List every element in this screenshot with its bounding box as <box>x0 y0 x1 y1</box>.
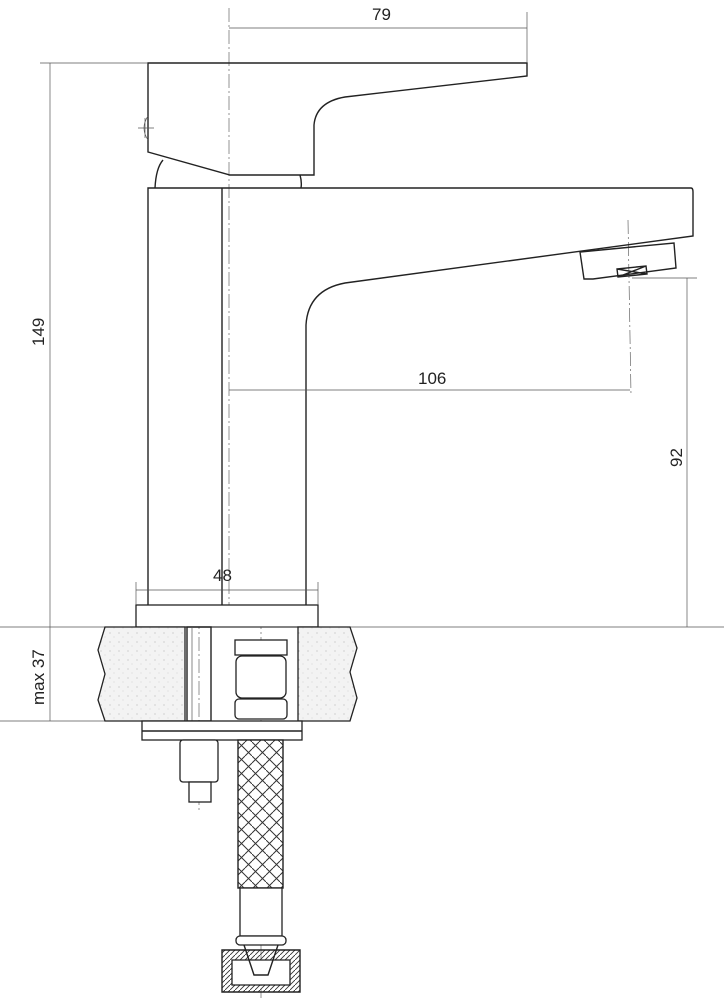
lever-handle <box>147 62 528 176</box>
aerator-centre-line <box>627 219 632 396</box>
hose-cone <box>243 944 279 976</box>
dimension-92: 92 <box>632 277 697 627</box>
hose-fitting <box>235 655 287 699</box>
dimension-79: 79 <box>229 5 528 63</box>
faucet-body <box>147 187 694 605</box>
dimension-max-37: max 37 <box>29 627 51 721</box>
braided-hose <box>237 739 284 889</box>
dimension-48: 48 <box>135 566 319 605</box>
handle-pivot-icon <box>138 115 154 141</box>
dimension-106: 106 <box>229 369 630 391</box>
hose-nut-top <box>234 639 288 656</box>
dimension-label-48: 48 <box>213 566 232 585</box>
aerator <box>579 242 677 280</box>
bolt-end <box>188 781 212 803</box>
fixing-nut <box>179 739 219 783</box>
hose-nut-bottom <box>234 698 288 720</box>
dimension-label-149: 149 <box>29 318 48 346</box>
countertop-right <box>297 626 358 722</box>
faucet-base <box>135 604 319 628</box>
dimension-label-max-37: max 37 <box>29 649 48 705</box>
hose-ring <box>235 935 287 946</box>
cartridge-dome <box>154 159 303 189</box>
hose-end-inner <box>231 959 291 986</box>
countertop-left <box>97 626 186 722</box>
dimension-label-106: 106 <box>418 369 446 388</box>
dimension-label-92: 92 <box>667 448 686 467</box>
dimension-149: 149 <box>29 62 148 627</box>
dimension-label-79: 79 <box>372 5 391 24</box>
hose-ferrule <box>239 887 283 937</box>
